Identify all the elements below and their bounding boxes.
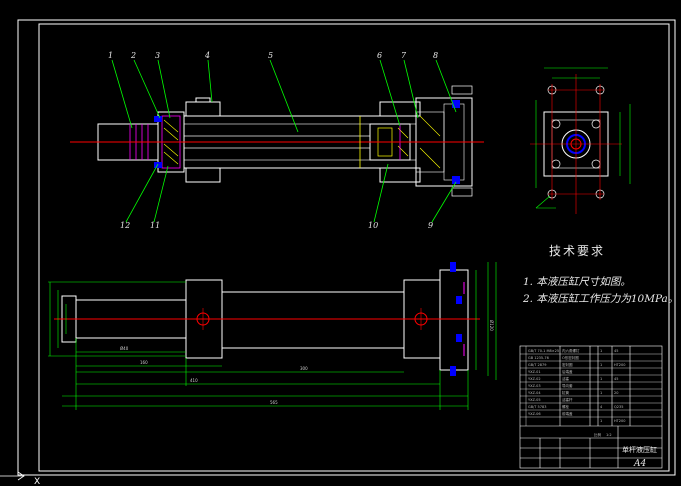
part-label-7: 7 — [401, 51, 407, 60]
part-label-4: 4 — [204, 51, 210, 60]
part-label-12: 12 — [120, 221, 130, 230]
title-block-sheet-size: A4 — [633, 459, 646, 469]
svg-text:4: 4 — [600, 405, 603, 409]
svg-text:YXZ-05: YXZ-05 — [528, 398, 541, 402]
svg-text:Ø40: Ø40 — [120, 346, 129, 351]
svg-text:前端盖: 前端盖 — [562, 411, 573, 416]
part-label-5: 5 — [268, 51, 273, 60]
svg-text:Q235: Q235 — [614, 405, 623, 409]
svg-text:160: 160 — [140, 360, 148, 365]
svg-text:导向套: 导向套 — [562, 383, 573, 388]
svg-text:YXZ-01: YXZ-01 — [528, 370, 541, 374]
svg-text:1: 1 — [600, 363, 602, 367]
svg-text:1: 1 — [600, 419, 602, 423]
title-block — [519, 345, 663, 469]
svg-text:45: 45 — [614, 377, 618, 381]
svg-text:后端盖: 后端盖 — [562, 369, 573, 374]
svg-text:YXZ-02: YXZ-02 — [528, 377, 541, 381]
ucs-axis-icon — [0, 471, 25, 481]
svg-text:密封圈: 密封圈 — [562, 362, 573, 367]
svg-text:GB/T 70.1 M8×25: GB/T 70.1 M8×25 — [528, 349, 559, 353]
svg-text:300: 300 — [300, 366, 308, 371]
svg-text:1: 1 — [600, 391, 602, 395]
svg-text:YXZ-03: YXZ-03 — [528, 384, 541, 388]
svg-text:缸筒: 缸筒 — [562, 390, 570, 395]
part-label-3: 3 — [155, 51, 160, 60]
svg-text:O形密封圈: O形密封圈 — [562, 355, 579, 360]
ucs-x-label: X — [34, 477, 40, 486]
elevation-view: Ø40 160 300 410 565 Ø120 — [48, 262, 497, 410]
inner-frame — [38, 23, 670, 472]
svg-text:比例: 比例 — [594, 432, 602, 437]
outer-frame — [17, 19, 676, 476]
svg-text:1: 1 — [600, 377, 602, 381]
svg-text:HT200: HT200 — [614, 419, 625, 423]
title-block-drawing-name: 单杆液压缸 — [622, 445, 657, 454]
svg-text:YXZ-04: YXZ-04 — [528, 391, 541, 395]
svg-text:螺栓: 螺栓 — [562, 404, 570, 409]
part-label-6: 6 — [377, 51, 382, 60]
svg-text:活塞: 活塞 — [562, 376, 570, 381]
section-view: 1 2 3 4 5 6 7 8 12 11 10 9 — [70, 51, 484, 230]
svg-text:GB/T 5783: GB/T 5783 — [528, 405, 546, 409]
svg-text:HT200: HT200 — [614, 363, 625, 367]
svg-text:Ø120: Ø120 — [489, 320, 494, 331]
tech-requirement-line-2: 2. 本液压缸工作压力为10MPa。 — [523, 293, 679, 305]
svg-text:1: 1 — [600, 349, 602, 353]
part-label-9: 9 — [428, 221, 433, 230]
part-label-2: 2 — [130, 51, 136, 60]
svg-text:410: 410 — [190, 378, 198, 383]
tech-requirements-title: 技术要求 — [549, 244, 606, 258]
part-label-11: 11 — [150, 221, 160, 230]
svg-text:YXZ-06: YXZ-06 — [528, 412, 541, 416]
svg-text:GB 1235-76: GB 1235-76 — [528, 356, 549, 360]
svg-text:GB/T 2879: GB/T 2879 — [528, 363, 546, 367]
tech-requirement-line-1: 1. 本液压缸尺寸如图。 — [523, 276, 631, 288]
svg-text:内六角螺钉: 内六角螺钉 — [562, 348, 580, 353]
svg-text:565: 565 — [270, 400, 278, 405]
svg-text:45: 45 — [614, 349, 618, 353]
part-label-8: 8 — [433, 51, 438, 60]
end-view — [530, 67, 631, 214]
svg-text:活塞杆: 活塞杆 — [562, 397, 573, 402]
svg-text:20: 20 — [614, 391, 618, 395]
svg-text:1:2: 1:2 — [606, 433, 612, 437]
part-label-10: 10 — [368, 221, 378, 230]
part-label-1: 1 — [108, 51, 113, 60]
